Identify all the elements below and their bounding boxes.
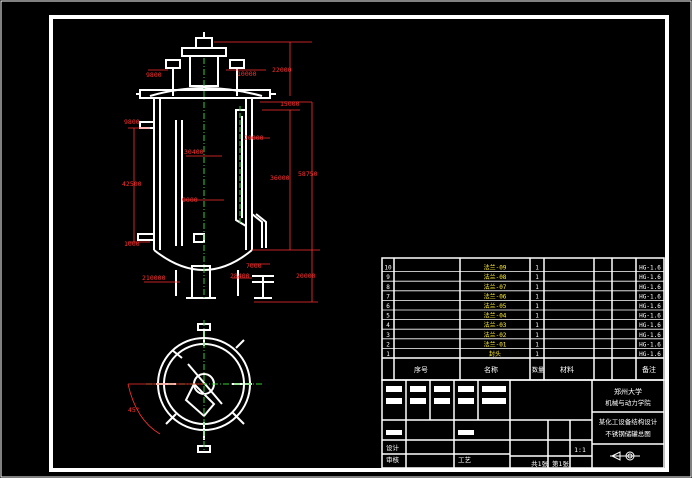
- parts-cell-std: HG-1.6: [639, 293, 661, 300]
- parts-cell-qty: 1: [535, 313, 539, 320]
- parts-cell-no: 5: [386, 313, 390, 320]
- dim-left-bottom: 1000: [124, 240, 140, 248]
- drawing-sheet: 共1张 第1张: [531, 459, 569, 468]
- dim-top-nozzle: 10000: [237, 70, 257, 78]
- parts-cell-qty: 1: [535, 284, 539, 291]
- angle-arc: [127, 383, 161, 435]
- dimension-lines: [128, 41, 320, 303]
- projection-symbol-icon: [610, 451, 640, 461]
- dim-inner-mid: 9000: [182, 196, 198, 204]
- parts-cell-no: 6: [386, 303, 390, 310]
- parts-cell-name: 法兰-09: [484, 264, 507, 272]
- parts-cell-name: 封头: [489, 350, 501, 358]
- parts-cell-qty: 1: [535, 265, 539, 272]
- project-title: 某化工设备结构设计: [599, 417, 658, 426]
- parts-cell-qty: 1: [535, 274, 539, 281]
- parts-cell-std: HG-1.6: [639, 322, 661, 329]
- parts-cell-qty: 1: [535, 322, 539, 329]
- parts-list-table: [381, 257, 665, 381]
- parts-cell-std: HG-1.6: [639, 351, 661, 358]
- parts-cell-no: 3: [386, 332, 390, 339]
- parts-cell-std: HG-1.6: [639, 313, 661, 320]
- parts-cell-name: 法兰-08: [484, 273, 507, 281]
- school-sub: 机械与动力学院: [605, 398, 651, 407]
- parts-cell-name: 法兰-02: [484, 331, 507, 339]
- dim-right-inner: 20000: [244, 134, 264, 142]
- parts-cell-no: 9: [386, 274, 390, 281]
- vessel-front-view: [136, 32, 276, 299]
- parts-cell-qty: 1: [535, 341, 539, 348]
- parts-cell-std: HG-1.6: [639, 274, 661, 281]
- parts-cell-name: 法兰-01: [484, 340, 507, 348]
- parts-cell-std: HG-1.6: [639, 341, 661, 348]
- dim-inner-upper: 30400: [184, 148, 204, 156]
- label-review: 审核: [386, 455, 400, 464]
- school-name: 郑州大学: [614, 387, 642, 396]
- dim-shell-height: 36000: [270, 174, 290, 182]
- dim-flange-height: 15000: [280, 100, 300, 108]
- parts-cell-name: 法兰-07: [484, 283, 507, 291]
- header-name: 名称: [484, 365, 498, 374]
- drawing-frame: [49, 15, 669, 472]
- title-block: [381, 379, 665, 469]
- parts-cell-no: 2: [386, 341, 390, 348]
- parts-cell-qty: 1: [535, 293, 539, 300]
- parts-cell-name: 法兰-05: [484, 302, 507, 310]
- parts-cell-no: 4: [386, 322, 390, 329]
- title-block-cells: [386, 386, 506, 435]
- dim-bottom-height: 20000: [296, 272, 316, 280]
- drawing-name: 不锈钢储罐总图: [605, 429, 651, 438]
- parts-cell-no: 8: [386, 284, 390, 291]
- header-material: 材料: [560, 365, 574, 374]
- label-process: 工艺: [458, 456, 472, 464]
- parts-cell-no: 1: [386, 351, 390, 358]
- dim-left-inner: 42500: [122, 180, 142, 188]
- parts-cell-name: 法兰-03: [484, 321, 507, 329]
- dim-angle: 45°: [128, 406, 140, 414]
- dim-bottom-left: 210000: [142, 274, 166, 282]
- label-design: 设计: [386, 443, 400, 452]
- dim-bottom-small: 7000: [246, 262, 262, 270]
- parts-cell-std: HG-1.6: [639, 265, 661, 272]
- parts-cell-std: HG-1.6: [639, 284, 661, 291]
- parts-cell-std: HG-1.6: [639, 332, 661, 339]
- dim-left-small: 9800: [124, 118, 140, 126]
- parts-cell-no: 10: [384, 265, 392, 272]
- parts-cell-qty: 1: [535, 351, 539, 358]
- dim-left-nozzle: 9800: [146, 71, 162, 79]
- parts-cell-qty: 1: [535, 303, 539, 310]
- parts-cell-name: 法兰-04: [484, 312, 507, 320]
- dim-bottom-right: 28400: [230, 272, 250, 280]
- parts-cell-name: 法兰-06: [484, 292, 507, 300]
- header-no: 序号: [414, 365, 428, 374]
- header-qty: 数量: [532, 366, 544, 374]
- header-remark: 备注: [642, 365, 656, 374]
- dim-top-height: 22000: [272, 66, 292, 74]
- parts-cell-qty: 1: [535, 332, 539, 339]
- parts-cell-std: HG-1.6: [639, 303, 661, 310]
- dim-total-height: 58750: [298, 170, 318, 178]
- parts-cell-no: 7: [386, 293, 390, 300]
- drawing-scale: 1:1: [574, 446, 586, 454]
